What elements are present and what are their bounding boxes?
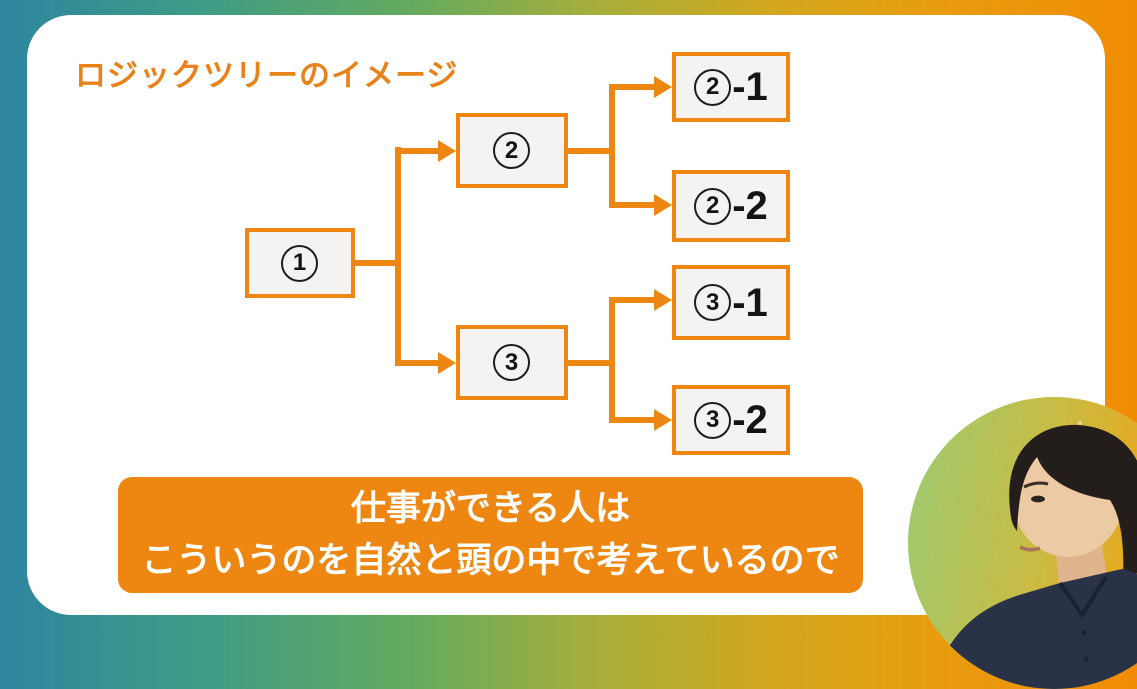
circled-number-icon: 2 bbox=[694, 68, 732, 106]
arrowhead-icon bbox=[654, 194, 672, 216]
circled-number-icon: 3 bbox=[694, 401, 732, 439]
arrowhead-icon bbox=[654, 289, 672, 311]
circled-number-icon: 2 bbox=[493, 132, 530, 169]
circled-number-icon: 3 bbox=[493, 344, 530, 381]
caption-line-1: 仕事ができる人は bbox=[350, 488, 631, 528]
tree-node-3-2: 3-2 bbox=[672, 385, 790, 455]
presenter-video-circle bbox=[908, 397, 1137, 689]
circled-number-icon: 3 bbox=[694, 284, 732, 321]
arrowhead-icon bbox=[438, 140, 456, 162]
connector-line bbox=[609, 84, 654, 90]
arrowhead-icon bbox=[654, 409, 672, 431]
connector-line bbox=[352, 260, 400, 266]
node-suffix: -2 bbox=[732, 184, 768, 228]
connector-line bbox=[568, 360, 615, 366]
node-suffix: -1 bbox=[732, 280, 768, 325]
node-suffix: -2 bbox=[732, 398, 768, 442]
tree-node-2-2: 2-2 bbox=[672, 170, 790, 242]
circled-number-icon: 2 bbox=[694, 187, 732, 225]
connector-line bbox=[609, 417, 654, 423]
slide-content: ロジックツリーのイメージ 1 2 3 2-1 2-2 3-1 3-2 仕事ができ… bbox=[75, 52, 1137, 689]
connector-line bbox=[395, 360, 440, 366]
connector-line bbox=[609, 297, 654, 303]
connector-line bbox=[568, 148, 615, 154]
connector-line bbox=[395, 147, 401, 366]
caption-line-2: こういうのを自然と頭の中で考えているので bbox=[141, 541, 840, 580]
connector-line bbox=[609, 202, 654, 208]
arrowhead-icon bbox=[438, 352, 456, 374]
tree-node-2: 2 bbox=[456, 113, 568, 188]
slide-title: ロジックツリーのイメージ bbox=[75, 58, 459, 93]
tree-node-2-1: 2-1 bbox=[672, 52, 790, 122]
tree-node-1: 1 bbox=[245, 228, 355, 298]
tree-node-3-1: 3-1 bbox=[672, 265, 790, 340]
node-suffix: -1 bbox=[732, 65, 768, 109]
connector-line bbox=[395, 148, 440, 154]
tree-node-3: 3 bbox=[456, 325, 568, 400]
circled-number-icon: 1 bbox=[281, 244, 318, 282]
connector-line bbox=[609, 297, 615, 423]
caption-banner: 仕事ができる人は こういうのを自然と頭の中で考えているので bbox=[118, 477, 863, 593]
arrowhead-icon bbox=[654, 76, 672, 98]
man-in-dark-polo-icon bbox=[932, 420, 1137, 689]
connector-line bbox=[609, 84, 615, 208]
